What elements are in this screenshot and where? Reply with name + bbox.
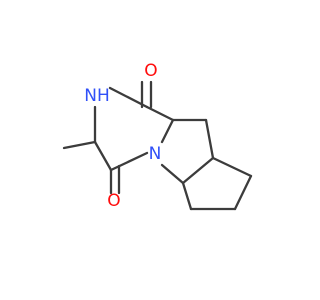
bond-cp-4 [181,181,193,211]
bond-cp-2 [233,174,253,211]
bond-bridge-nc [181,156,215,185]
bond-c-top-junction [145,105,175,122]
atom-nitrogen-ring: N [149,144,162,164]
bond-n-nc [160,163,185,185]
bond-ch-cbottom [93,140,113,172]
atom-oxygen-top: O [144,61,157,81]
bond-ch-methyl [62,140,97,150]
molecule-canvas: O NH N O [62,61,253,211]
bond-cp-1 [211,156,253,178]
bond-n-ch-junction [160,118,175,144]
bond-cbottom-n [109,151,149,172]
bond-layer [62,80,253,211]
atom-oxygen-bottom: O [107,191,120,211]
bond-ch2-bridge [204,118,215,160]
atom-label-layer: O NH N O [84,61,161,211]
atom-nh: NH [84,86,110,106]
bond-c-nh [108,86,149,109]
